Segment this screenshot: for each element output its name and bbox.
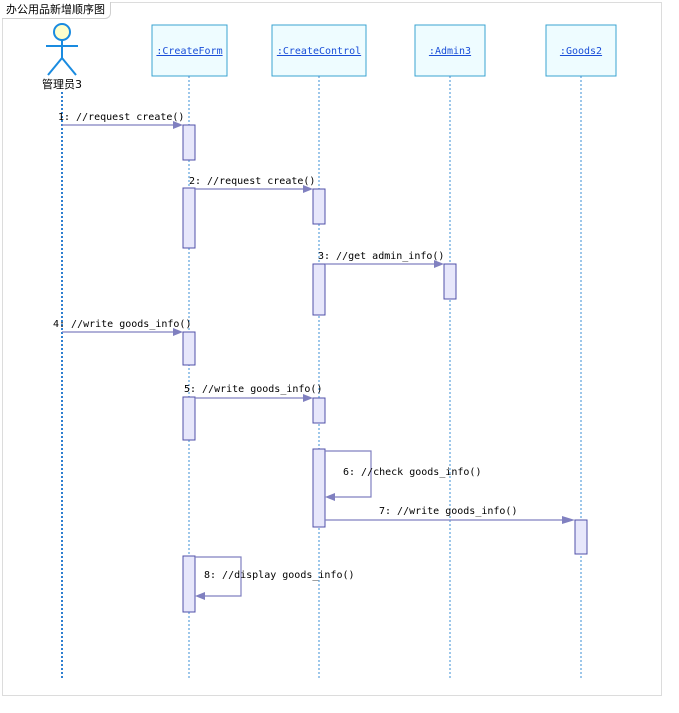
activation-bar bbox=[574, 519, 588, 555]
actor-left-leg bbox=[47, 57, 63, 76]
message-arrow-line bbox=[195, 556, 242, 597]
message-label: 8: //display goods_info() bbox=[204, 570, 355, 581]
activation-bar bbox=[182, 331, 196, 366]
actor-label: 管理员3 bbox=[42, 77, 82, 91]
activation-bar bbox=[312, 263, 326, 316]
diagram-frame bbox=[2, 2, 662, 696]
message-arrowhead bbox=[173, 121, 183, 129]
object-label: :CreateControl bbox=[277, 46, 361, 57]
object-createform[interactable]: :CreateForm bbox=[151, 24, 228, 77]
object-label: :Goods2 bbox=[560, 46, 602, 57]
message-1[interactable]: 1: //request create() bbox=[58, 112, 184, 129]
object-box bbox=[271, 24, 367, 77]
message-label: 1: //request create() bbox=[58, 112, 184, 123]
message-label: 5: //write goods_info() bbox=[184, 384, 322, 395]
message-label: 4: //write goods_info() bbox=[53, 319, 191, 330]
object-label: :CreateForm bbox=[156, 46, 222, 57]
message-label: 7: //write goods_info() bbox=[379, 506, 517, 517]
message-label: 6: //check goods_info() bbox=[343, 467, 481, 478]
object-box bbox=[545, 24, 617, 77]
message-arrowhead bbox=[195, 592, 205, 600]
message-arrowhead bbox=[303, 394, 313, 402]
activation-bar bbox=[182, 396, 196, 441]
message-arrowhead bbox=[173, 328, 183, 336]
object-admin3[interactable]: :Admin3 bbox=[414, 24, 486, 77]
actor-right-leg bbox=[61, 57, 77, 76]
object-label: :Admin3 bbox=[429, 46, 471, 57]
actor-figure: 管理员3 bbox=[42, 23, 82, 91]
activation-bar bbox=[312, 188, 326, 225]
object-box bbox=[414, 24, 486, 77]
message-3[interactable]: 3: //get admin_info() bbox=[318, 251, 444, 268]
message-arrowhead bbox=[325, 493, 335, 501]
message-8[interactable]: 8: //display goods_info() bbox=[195, 556, 355, 600]
message-arrowhead bbox=[434, 260, 444, 268]
diagram-title: 办公用品新增顺序图 bbox=[2, 2, 111, 19]
activation-bar bbox=[312, 448, 326, 528]
activation-bar bbox=[182, 555, 196, 613]
activation-bar bbox=[182, 124, 196, 161]
activation-bar bbox=[443, 263, 457, 300]
object-box bbox=[151, 24, 228, 77]
message-5[interactable]: 5: //write goods_info() bbox=[184, 384, 322, 402]
actor-head bbox=[53, 23, 71, 41]
message-6[interactable]: 6: //check goods_info() bbox=[325, 450, 481, 501]
object-createcontrol[interactable]: :CreateControl bbox=[271, 24, 367, 77]
message-arrow-line bbox=[325, 450, 372, 498]
message-arrowhead bbox=[562, 516, 575, 524]
message-7[interactable]: 7: //write goods_info() bbox=[325, 506, 575, 524]
activation-bar bbox=[312, 397, 326, 424]
message-arrowhead bbox=[303, 185, 313, 193]
message-label: 2: //request create() bbox=[189, 176, 315, 187]
object-goods2[interactable]: :Goods2 bbox=[545, 24, 617, 77]
message-4[interactable]: 4: //write goods_info() bbox=[53, 319, 191, 336]
activation-bar bbox=[182, 187, 196, 249]
message-label: 3: //get admin_info() bbox=[318, 251, 444, 262]
message-2[interactable]: 2: //request create() bbox=[189, 176, 315, 193]
